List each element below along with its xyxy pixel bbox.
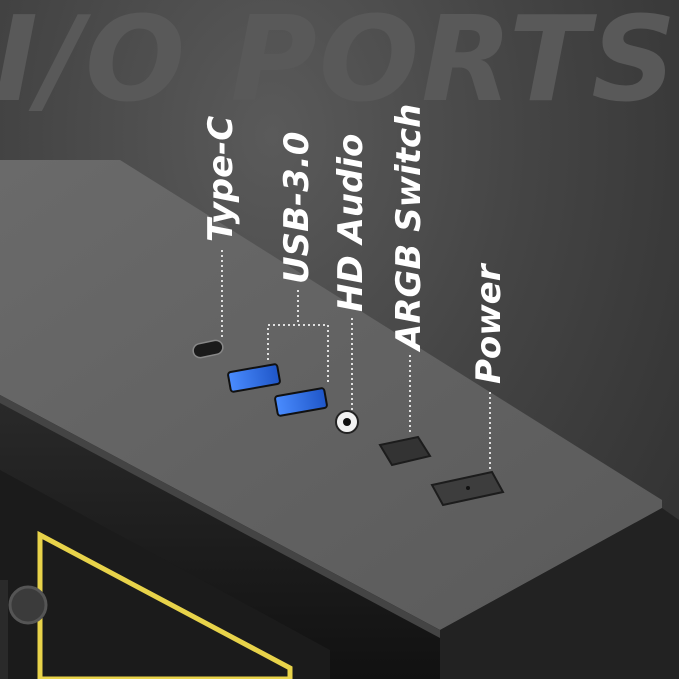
leader-lines xyxy=(221,250,491,477)
power-led-icon xyxy=(466,486,470,490)
port-label-type-c: Type-C xyxy=(201,116,241,242)
port-label-usb: USB-3.0 xyxy=(277,132,317,284)
type-c-port-icon xyxy=(192,339,224,359)
argb-light-strip xyxy=(37,530,293,679)
usb-port-1-icon xyxy=(227,363,281,393)
case-top-face xyxy=(0,160,662,630)
fan-hub-icon xyxy=(8,585,48,625)
case-side-face xyxy=(440,508,679,679)
fan-frame xyxy=(0,580,8,679)
port-label-argb: ARGB Switch xyxy=(389,104,429,353)
case-front-edge xyxy=(0,395,440,638)
port-label-hd-audio: HD Audio xyxy=(331,134,371,312)
audio-jack-hole xyxy=(343,418,351,426)
headline-text: I/O PORTS xyxy=(0,0,678,128)
argb-switch-button-icon xyxy=(378,435,432,467)
glass-window xyxy=(0,470,330,679)
leader-usb-bracket xyxy=(267,324,329,385)
usb-port-2-icon xyxy=(274,387,328,417)
port-label-power: Power xyxy=(469,262,509,384)
